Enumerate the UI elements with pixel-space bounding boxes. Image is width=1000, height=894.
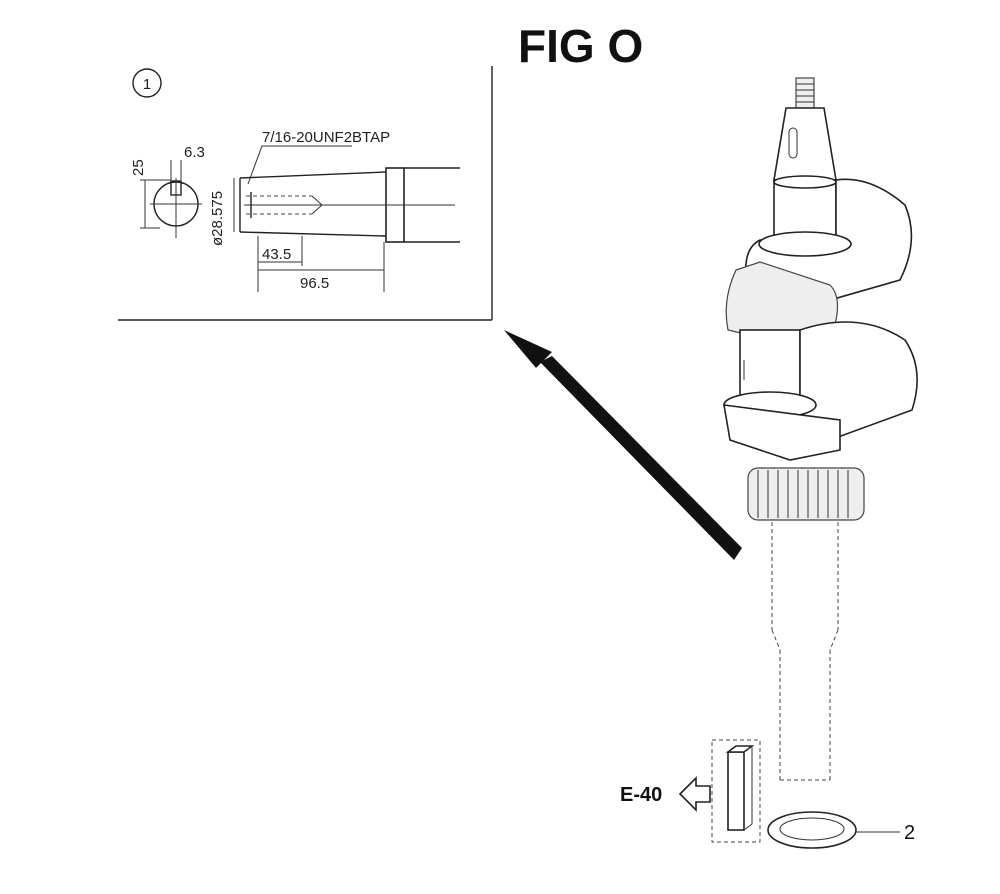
woodruff-key-reference: E-40 bbox=[620, 739, 761, 843]
crankshaft-lower-counterweight bbox=[799, 321, 918, 441]
arrow-head bbox=[504, 330, 552, 368]
detail-item-badge: 1 bbox=[132, 68, 162, 98]
arrow-shaft bbox=[540, 356, 742, 560]
figure-title: FIG O bbox=[518, 20, 643, 72]
part-2-callout: 2 bbox=[904, 822, 915, 844]
crankshaft-main-journal bbox=[773, 179, 837, 241]
reference-page-label: E-40 bbox=[620, 784, 662, 806]
thread-spec: 7/16-20UNF2BTAP bbox=[262, 129, 390, 146]
key-part bbox=[727, 751, 745, 831]
gear-teeth bbox=[757, 470, 849, 518]
dim-total-length: 96.5 bbox=[300, 275, 329, 292]
crankshaft-threaded-tip bbox=[795, 77, 815, 109]
item-number-label: 1 bbox=[143, 76, 151, 93]
key-reference-box bbox=[711, 739, 761, 843]
shaft-end-view: 25 6.3 bbox=[130, 144, 205, 238]
crankshaft-lower-shaft bbox=[771, 522, 839, 781]
crankshaft-keyway bbox=[788, 127, 798, 159]
crankshaft-crank-pin bbox=[739, 329, 801, 401]
crankshaft bbox=[723, 77, 918, 781]
dim-inner-length: 43.5 bbox=[262, 246, 291, 263]
part-2-washer: 2 bbox=[767, 811, 915, 849]
detail-inset: 1 25 6.3 bbox=[118, 66, 493, 321]
detail-pointer-arrow bbox=[504, 330, 742, 560]
crankshaft-timing-gear bbox=[747, 467, 865, 521]
item-number-circle bbox=[132, 68, 162, 98]
crankshaft-taper bbox=[773, 107, 837, 181]
dim-diameter: ø28.575 bbox=[209, 191, 226, 246]
crankshaft-upper-counterweight bbox=[744, 178, 913, 301]
dim-key-depth: 25 bbox=[130, 159, 147, 176]
thread-leader bbox=[247, 145, 352, 185]
shaft-side-view: ø28.575 7/16-20UNF2BTAP 43.5 96.5 bbox=[209, 129, 460, 292]
dim-key-width: 6.3 bbox=[184, 144, 205, 161]
reference-arrow bbox=[678, 776, 711, 812]
